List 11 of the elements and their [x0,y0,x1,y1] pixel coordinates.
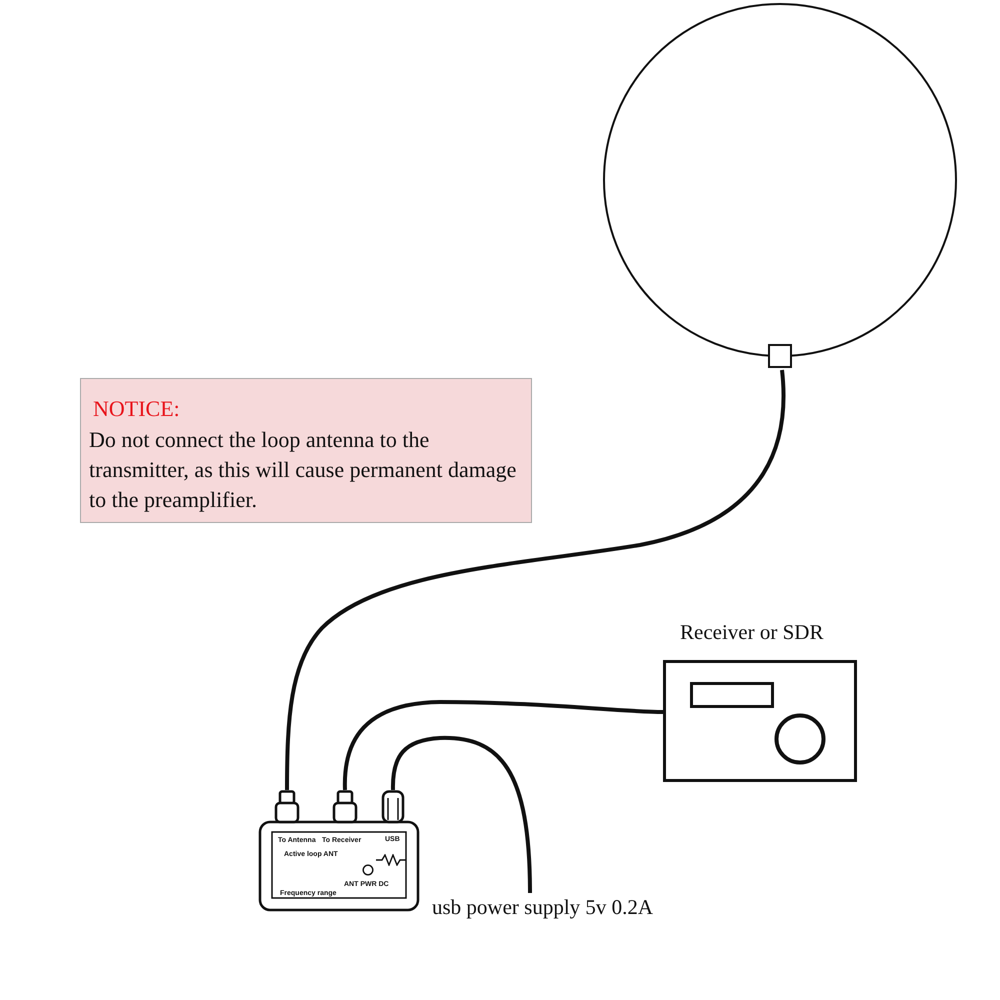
receiver-box [663,660,857,782]
preamplifier-unit [258,790,420,912]
cable [343,700,664,790]
power-supply-label: usb power supply 5v 0.2A [432,893,654,921]
cable [391,736,532,894]
notice-text: Do not connect the loop antenna to the transmitter, as this will cause permanent damage to the preamplifier. [89,426,518,514]
loop-antenna [602,2,958,370]
notice-box [80,378,532,523]
notice-heading: NOTICE: [93,395,180,423]
cable [285,370,786,790]
receiver-caption: Receiver or SDR [680,619,824,646]
